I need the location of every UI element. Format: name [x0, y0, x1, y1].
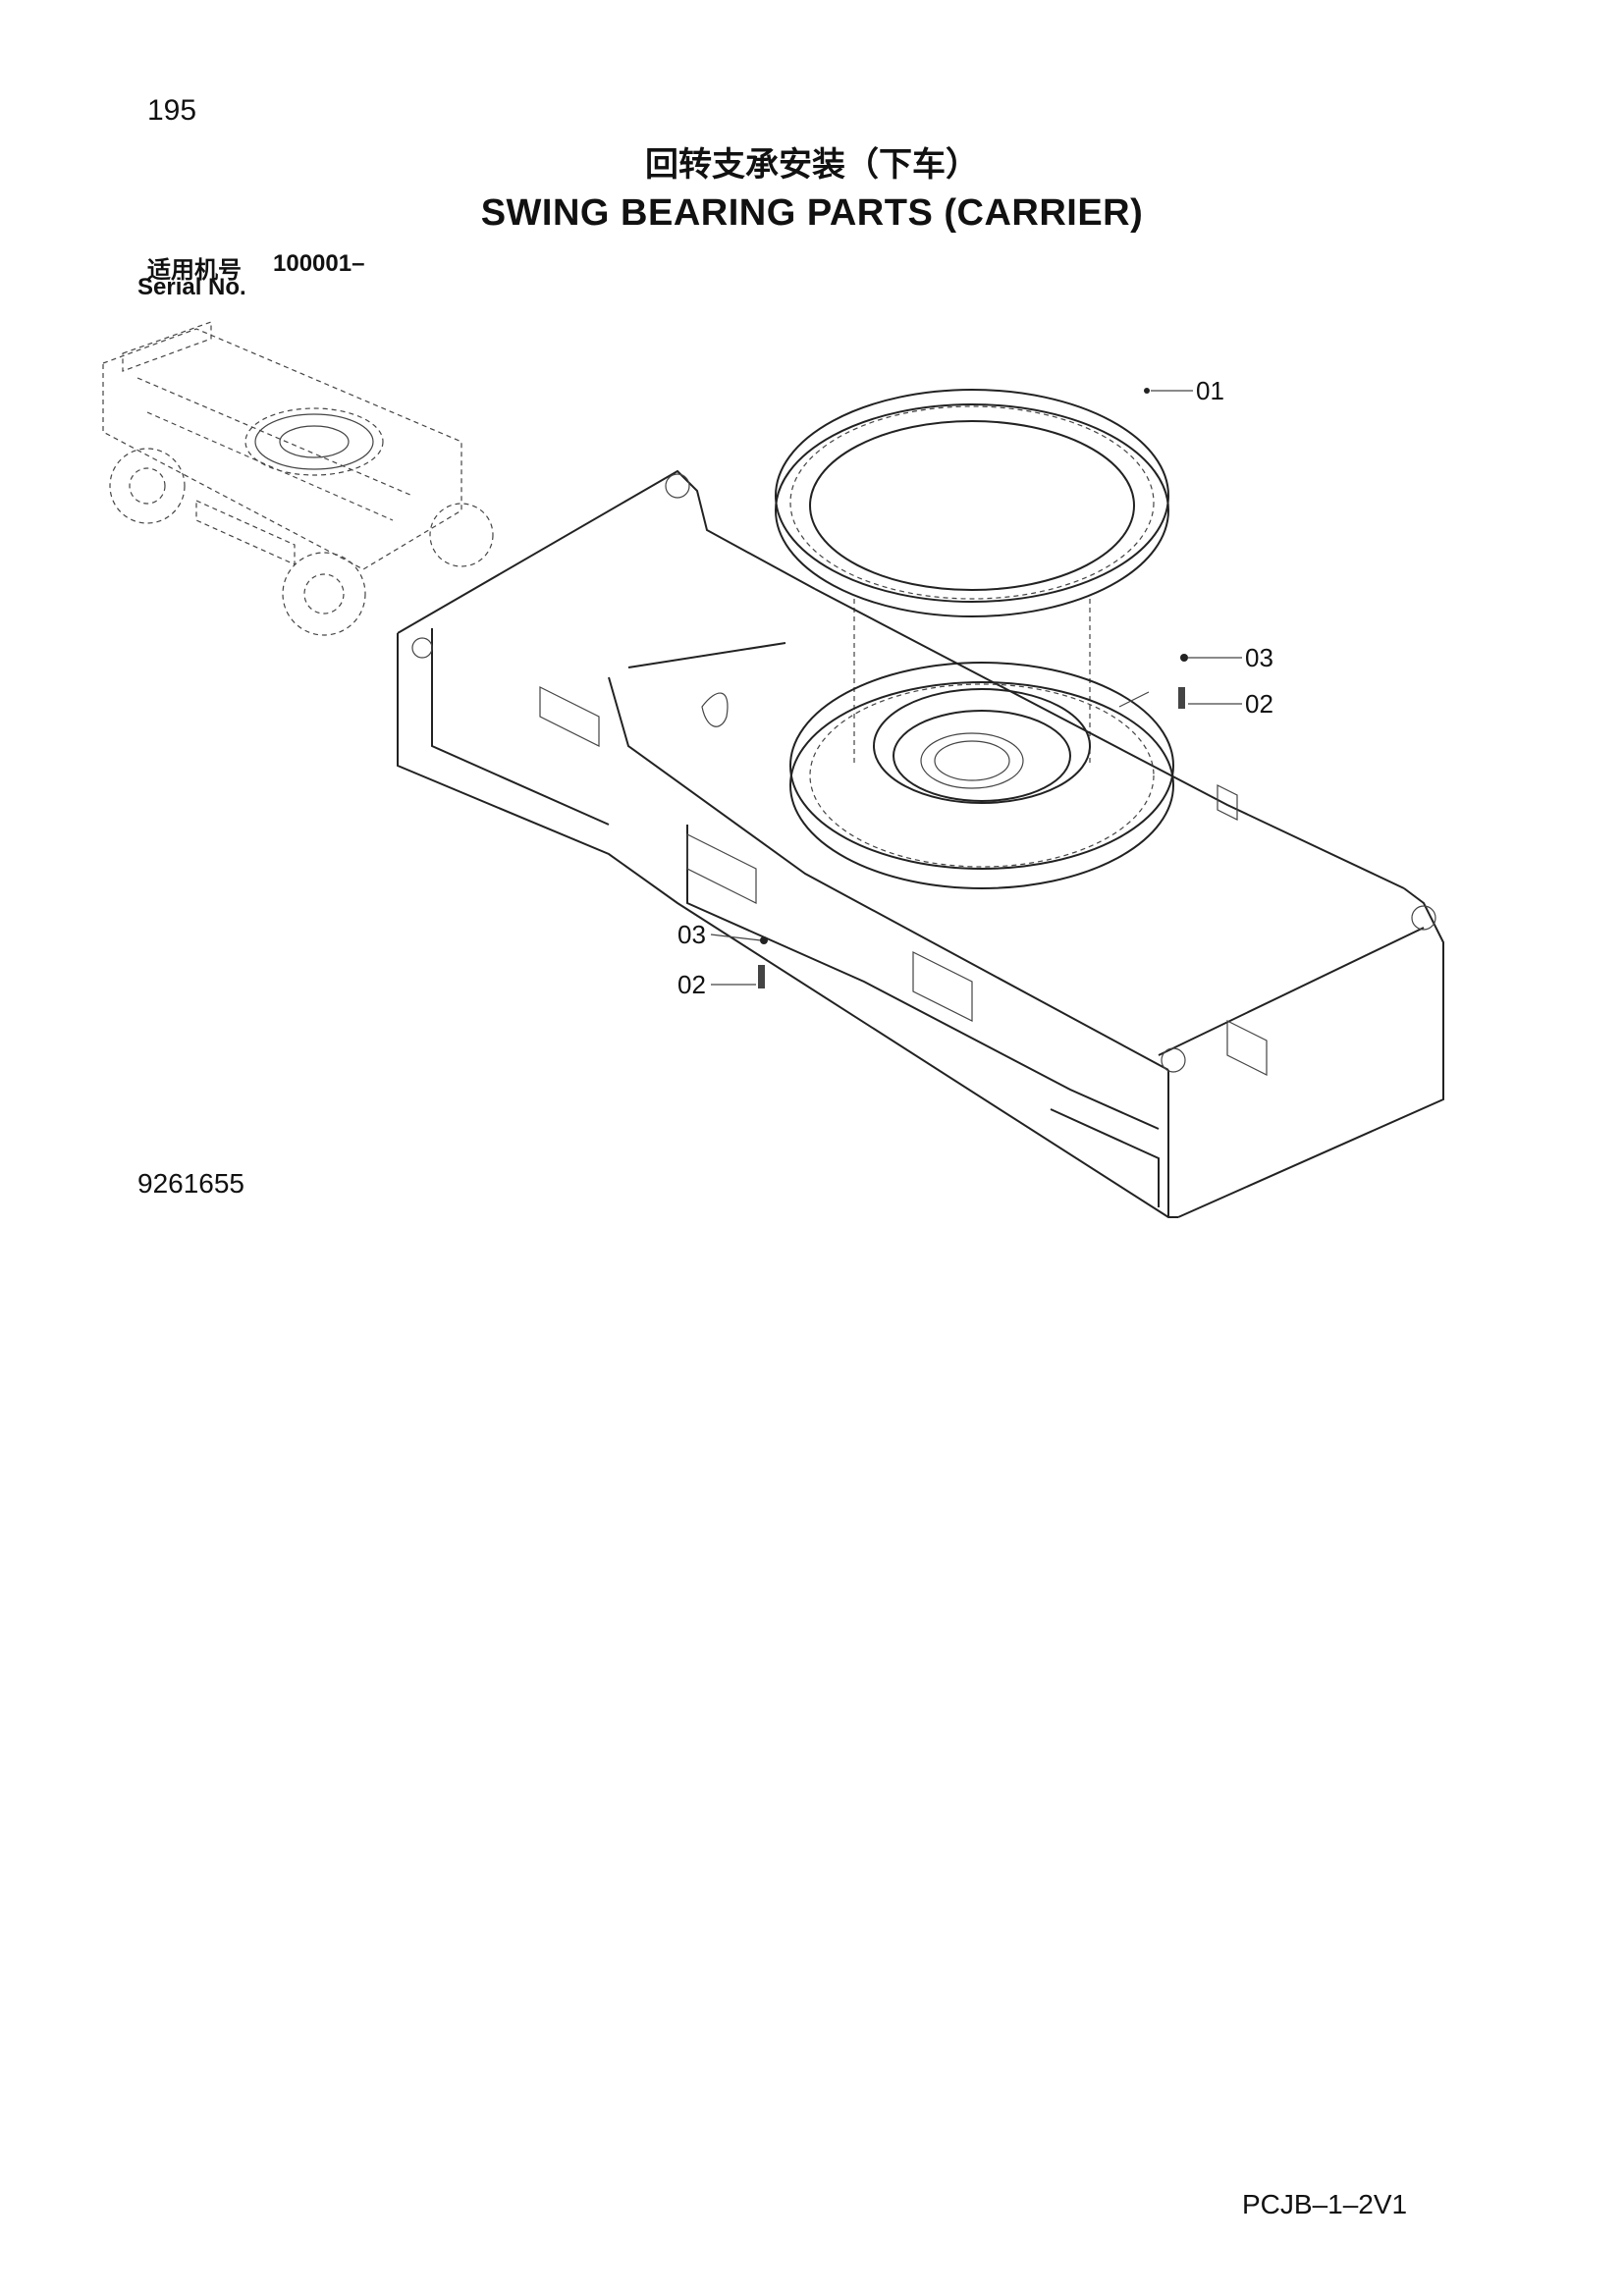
serial-range: 100001–	[273, 250, 365, 277]
document-code: PCJB–1–2V1	[1242, 2189, 1408, 2219]
mounted-swing-ring	[789, 662, 1174, 889]
serial-label-english: Serial No.	[137, 274, 246, 300]
exploded-parts-drawing: 01 03 02 03 02	[102, 321, 1444, 1218]
callout-01: 01	[1196, 376, 1224, 405]
title-chinese: 回转支承安装（下车）	[645, 145, 979, 185]
serial-label-chinese: 适用机号	[147, 256, 242, 284]
callout-02-lower: 02	[677, 970, 706, 999]
swing-bearing-ring	[775, 389, 1169, 617]
page-number: 195	[147, 94, 197, 127]
title-english: SWING BEARING PARTS (CARRIER)	[480, 192, 1144, 234]
callout-03-upper: 03	[1245, 643, 1273, 672]
callout-02-upper: 02	[1245, 689, 1273, 719]
figure-number: 9261655	[137, 1168, 245, 1199]
carrier-frame	[397, 469, 1444, 1218]
carrier-overview-inset	[102, 321, 494, 636]
callout-03-lower: 03	[677, 920, 706, 949]
